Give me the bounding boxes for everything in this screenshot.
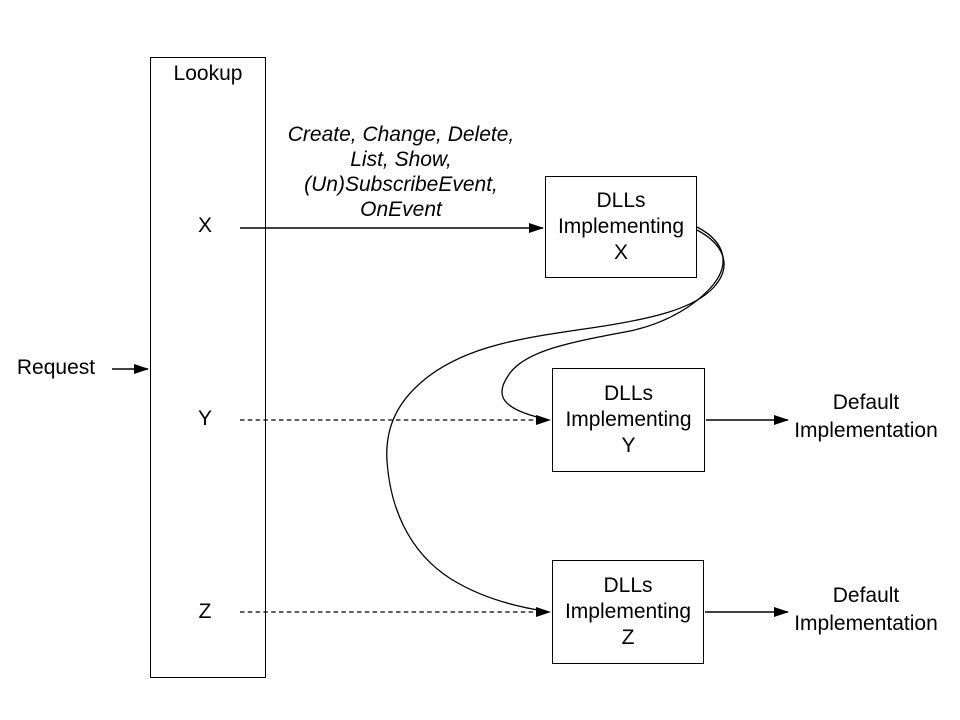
methods-annotation-line: Create, Change, Delete,	[287, 123, 515, 146]
dll-box-label-line: DLLs	[603, 574, 653, 597]
dll-box-x-label: DLLs Implementing X	[558, 188, 684, 266]
dll-box-label-line: Implementing	[564, 600, 692, 623]
default-implementation-line: Implementation	[794, 419, 938, 442]
default-implementation-line: Default	[832, 391, 900, 414]
dll-box-z-label: DLLs Implementing Z	[565, 573, 691, 651]
lookup-box	[150, 57, 266, 678]
methods-annotation-line: (Un)SubscribeEvent,	[304, 173, 498, 196]
default-implementation-line: Default	[832, 584, 900, 607]
lookup-title: Lookup	[173, 62, 243, 85]
dll-box-x: DLLs Implementing X	[545, 176, 697, 278]
default-implementation-label-y: Default Implementation	[794, 389, 938, 445]
dll-box-y: DLLs Implementing Y	[552, 368, 705, 472]
request-label: Request	[16, 356, 96, 379]
lookup-entry-x: X	[197, 214, 212, 237]
lookup-entry-z: Z	[198, 600, 212, 623]
dll-box-z: DLLs Implementing Z	[552, 560, 704, 664]
lookup-entry-y: Y	[197, 407, 212, 430]
methods-annotation: Create, Change, Delete, List, Show, (Un)…	[288, 122, 514, 222]
dll-box-label-line: DLLs	[596, 189, 646, 212]
dll-box-label-line: Z	[621, 626, 635, 649]
dll-box-label-line: Implementing	[557, 215, 685, 238]
dll-box-label-line: Y	[621, 434, 636, 457]
default-implementation-label-z: Default Implementation	[794, 582, 938, 638]
methods-annotation-line: OnEvent	[360, 198, 442, 221]
dll-box-label-line: X	[613, 241, 628, 264]
dll-box-y-label: DLLs Implementing Y	[565, 381, 691, 459]
default-implementation-line: Implementation	[794, 612, 938, 635]
methods-annotation-line: List, Show,	[350, 148, 452, 171]
dll-box-label-line: DLLs	[603, 382, 654, 405]
dll-box-label-line: Implementing	[565, 408, 692, 431]
